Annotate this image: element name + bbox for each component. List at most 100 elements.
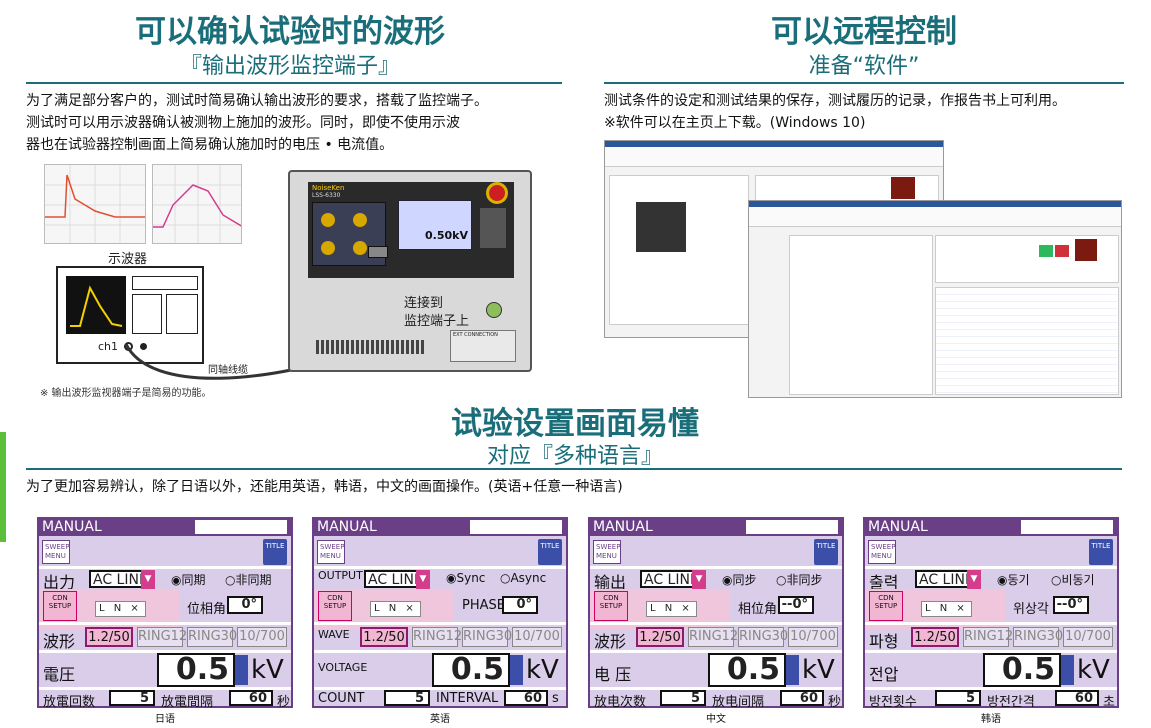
line-select[interactable]: L N ⨯ bbox=[921, 601, 972, 617]
left-section-rule bbox=[26, 82, 562, 84]
chevron-down-icon: ▼ bbox=[141, 570, 155, 590]
sweep-menu-button[interactable]: SWEEP MENU bbox=[868, 540, 896, 564]
phase-input[interactable]: --0° bbox=[778, 596, 814, 614]
phase-input[interactable]: --0° bbox=[1053, 596, 1089, 614]
count-input[interactable]: 5 bbox=[109, 690, 155, 706]
oscilloscope-label: 示波器 bbox=[108, 252, 148, 267]
sync-radio[interactable]: ◉동기 bbox=[997, 573, 1030, 587]
wave-option-2[interactable]: RING12 bbox=[137, 627, 187, 647]
panel-divider-3 bbox=[865, 650, 1117, 653]
cdn-setup-button[interactable]: CDN SETUP bbox=[869, 591, 903, 621]
voltage-unit: kV bbox=[526, 655, 559, 685]
voltage-value[interactable]: 0.5 bbox=[708, 653, 786, 687]
interval-label: 放电间隔 bbox=[712, 695, 765, 710]
voltage-value[interactable]: 0.5 bbox=[983, 653, 1061, 687]
async-radio[interactable]: ○非同步 bbox=[776, 573, 823, 587]
sweep-menu-button[interactable]: SWEEP MENU bbox=[317, 540, 345, 564]
wave-option-3[interactable]: RING30 bbox=[187, 627, 237, 647]
voltage-updown-icon[interactable] bbox=[786, 655, 799, 685]
voltage-label: 电 压 bbox=[594, 665, 632, 684]
cdn-setup-button[interactable]: CDN SETUP bbox=[318, 591, 352, 621]
software-log-table-front bbox=[935, 287, 1119, 395]
wave-option-1[interactable]: 1.2/50 bbox=[636, 627, 684, 647]
line-select[interactable]: L N ⨯ bbox=[646, 601, 697, 617]
phase-input[interactable]: 0° bbox=[502, 596, 538, 614]
wave-option-1[interactable]: 1.2/50 bbox=[360, 627, 408, 647]
sync-radio[interactable]: ◉同期 bbox=[171, 573, 206, 587]
right-body-line-2: ※软件可以在主页上下载。(Windows 10) bbox=[604, 115, 866, 131]
phase-label: 位相角 bbox=[187, 602, 227, 617]
wave-option-3[interactable]: RING30 bbox=[1013, 627, 1063, 647]
voltage-updown-icon[interactable] bbox=[510, 655, 523, 685]
wave-option-1[interactable]: 1.2/50 bbox=[911, 627, 959, 647]
test-device-illustration: NoiseKen LSS-6330 0.50kV EXT CONNECTION bbox=[288, 170, 532, 372]
interval-input[interactable]: 60 bbox=[1055, 690, 1099, 706]
wave-option-4[interactable]: 10/700 bbox=[237, 627, 287, 647]
software-left-panel bbox=[609, 175, 749, 325]
sync-radio[interactable]: ◉Sync bbox=[446, 571, 486, 585]
monitor-terminal[interactable] bbox=[368, 246, 388, 258]
panel-divider-4 bbox=[39, 687, 291, 690]
count-input[interactable]: 5 bbox=[660, 690, 706, 706]
emergency-stop-button[interactable] bbox=[486, 182, 508, 204]
chevron-down-icon: ▼ bbox=[967, 570, 981, 590]
sweep-menu-button[interactable]: SWEEP MENU bbox=[42, 540, 70, 564]
wave-option-2[interactable]: RING12 bbox=[963, 627, 1013, 647]
software-titlebar-front bbox=[749, 201, 1121, 207]
async-radio[interactable]: ○비동기 bbox=[1051, 573, 1095, 587]
panel-header-label: MANUAL bbox=[868, 519, 928, 535]
voltage-value[interactable]: 0.5 bbox=[432, 653, 510, 687]
wave-option-3[interactable]: RING30 bbox=[462, 627, 512, 647]
output-select-value: AC LINE bbox=[919, 572, 974, 588]
async-radio[interactable]: ○非同期 bbox=[225, 573, 272, 587]
panel-divider-4 bbox=[865, 687, 1117, 690]
title-button-label: TITLE bbox=[265, 542, 285, 550]
phase-input[interactable]: 0° bbox=[227, 596, 263, 614]
output-select[interactable]: AC LINE▼ bbox=[364, 570, 430, 590]
interval-label: 放電間隔 bbox=[161, 695, 214, 710]
wave-option-1[interactable]: 1.2/50 bbox=[85, 627, 133, 647]
title-button[interactable]: TITLE bbox=[538, 539, 562, 565]
wave-option-3[interactable]: RING30 bbox=[738, 627, 788, 647]
panel-caption: 日语 bbox=[155, 714, 175, 725]
output-select[interactable]: AC LINE▼ bbox=[89, 570, 155, 590]
output-select[interactable]: AC LINE▼ bbox=[915, 570, 981, 590]
device-ext-connection: EXT CONNECTION bbox=[450, 330, 516, 362]
sync-radio[interactable]: ◉同步 bbox=[722, 573, 757, 587]
cdn-setup-label: CDN SETUP bbox=[599, 594, 623, 610]
voltage-updown-icon[interactable] bbox=[1061, 655, 1074, 685]
cdn-setup-button[interactable]: CDN SETUP bbox=[594, 591, 628, 621]
async-radio[interactable]: ○Async bbox=[500, 571, 547, 585]
cdn-setup-label: CDN SETUP bbox=[48, 594, 72, 610]
wave-option-4[interactable]: 10/700 bbox=[512, 627, 562, 647]
interval-input[interactable]: 60 bbox=[780, 690, 824, 706]
cdn-setup-button[interactable]: CDN SETUP bbox=[43, 591, 77, 621]
line-select[interactable]: L N ⨯ bbox=[370, 601, 421, 617]
wave-option-2[interactable]: RING12 bbox=[688, 627, 738, 647]
voltage-value[interactable]: 0.5 bbox=[157, 653, 235, 687]
interval-input[interactable]: 60 bbox=[504, 690, 548, 706]
title-button[interactable]: TITLE bbox=[814, 539, 838, 565]
device-lcd-value: 0.50kV bbox=[425, 229, 468, 242]
oscilloscope-trace bbox=[70, 285, 123, 327]
left-body-line-2: 测试时可以用示波器确认被测物上施加的波形。同时，即使不使用示波 bbox=[26, 115, 460, 131]
output-select[interactable]: AC LINE▼ bbox=[640, 570, 706, 590]
title-button-label: TITLE bbox=[816, 542, 836, 550]
right-section-title: 可以远程控制 bbox=[771, 14, 957, 50]
phase-label: PHASE bbox=[462, 598, 505, 613]
wave-option-4[interactable]: 10/700 bbox=[788, 627, 838, 647]
title-button[interactable]: TITLE bbox=[1089, 539, 1113, 565]
sweep-menu-button[interactable]: SWEEP MENU bbox=[593, 540, 621, 564]
count-input[interactable]: 5 bbox=[384, 690, 430, 706]
wave-option-4[interactable]: 10/700 bbox=[1063, 627, 1113, 647]
phase-label: 위상각 bbox=[1013, 602, 1049, 617]
interval-input[interactable]: 60 bbox=[229, 690, 273, 706]
voltage-updown-icon[interactable] bbox=[235, 655, 248, 685]
title-button[interactable]: TITLE bbox=[263, 539, 287, 565]
device-vent bbox=[316, 340, 426, 354]
line-select[interactable]: L N ⨯ bbox=[95, 601, 146, 617]
sweep-menu-label: SWEEP MENU bbox=[45, 543, 70, 560]
count-input[interactable]: 5 bbox=[935, 690, 981, 706]
wave-option-2[interactable]: RING12 bbox=[412, 627, 462, 647]
oscilloscope-panel-1 bbox=[132, 276, 198, 290]
